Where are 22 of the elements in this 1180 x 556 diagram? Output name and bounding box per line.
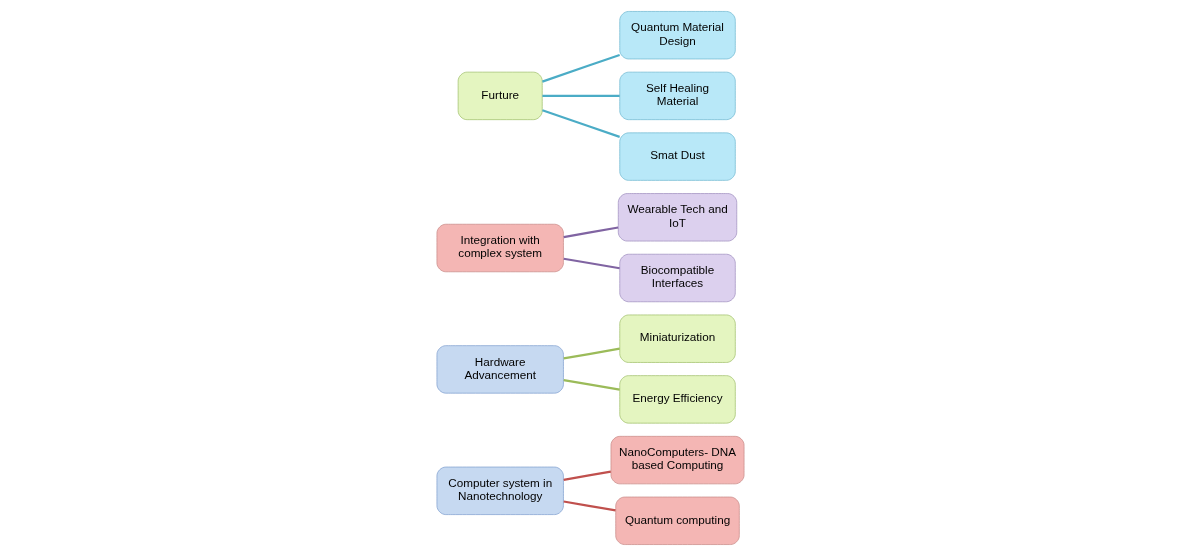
node-box: Furture: [457, 71, 543, 121]
node-box: Integration with complex system: [436, 223, 564, 273]
node-box: NanoComputers- DNA based Computing: [610, 435, 744, 485]
connector: [541, 94, 620, 97]
node-box: Quantum Material Design: [618, 11, 736, 60]
connector: [541, 53, 620, 83]
connector: [563, 347, 620, 360]
node-box: Smat Dust: [618, 132, 736, 181]
node-box: Hardware Advancement: [436, 345, 564, 394]
connector: [563, 257, 620, 270]
node-box: Computer system in Nanotechnology: [436, 466, 564, 515]
connector: [562, 470, 611, 481]
connector: [563, 379, 620, 391]
node-box: Miniaturization: [618, 314, 736, 363]
node-box: Wearable Tech and IoT: [617, 193, 737, 242]
node-box: Self Healing Material: [618, 71, 736, 121]
connector: [563, 500, 616, 512]
connector: [541, 109, 620, 138]
node-box: Quantum computing: [614, 496, 740, 545]
node-box: Energy Efficiency: [618, 375, 736, 424]
connector: [563, 226, 618, 239]
node-box: Biocompatible Interfaces: [618, 253, 736, 303]
